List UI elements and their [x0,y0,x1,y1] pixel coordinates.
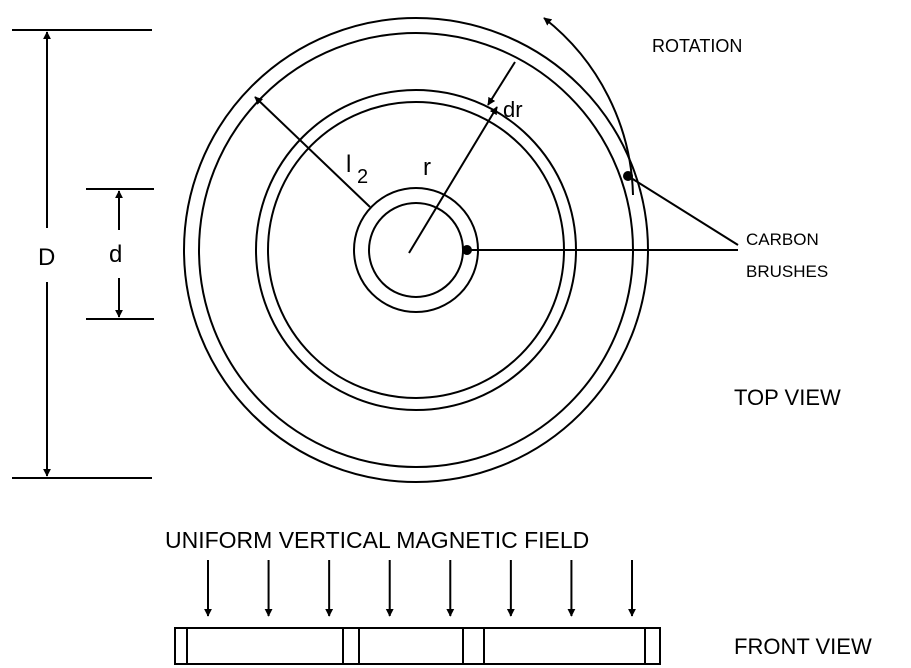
dr-arrow [487,61,516,106]
hub-outer-circle [353,187,479,313]
r-label: r [423,154,431,181]
front-view: UNIFORM VERTICAL MAGNETIC FIELD FRONT VI… [165,527,872,665]
brushes-label: BRUSHES [746,262,828,281]
rotation-arrow [543,17,634,196]
outer-brush-leader [627,175,739,246]
axle-circle [368,202,464,298]
d-label: d [109,241,122,268]
D-label: D [38,244,55,271]
disk-side-profile [174,627,661,665]
l2-label: l [346,151,351,178]
top-view: ROTATION dr l 2 r D d CARBON BRUSHES TOP… [12,17,841,483]
r-radius-arrow [408,106,498,254]
rotation-label: ROTATION [652,36,742,56]
carbon-label: CARBON [746,230,819,249]
magnetic-field-label: UNIFORM VERTICAL MAGNETIC FIELD [165,527,589,553]
l2-radius-arrow [254,96,371,208]
l2-subscript-label: 2 [357,166,368,188]
field-arrows [204,560,636,617]
front-view-label: FRONT VIEW [734,634,872,659]
top-view-label: TOP VIEW [734,385,841,410]
dr-label: dr [503,97,523,122]
